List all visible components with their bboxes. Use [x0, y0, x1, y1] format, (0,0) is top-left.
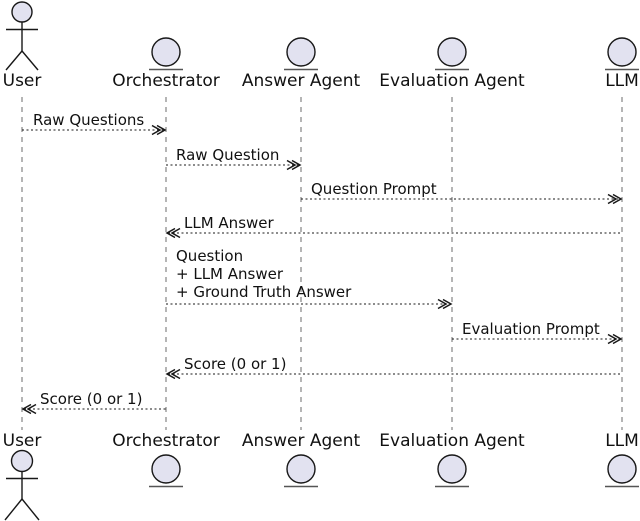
actor-leg-right — [21, 498, 40, 521]
entity-icon — [284, 454, 318, 488]
entity-icon — [284, 37, 318, 71]
participant-label-evaluation-agent-bottom: Evaluation Agent — [379, 431, 525, 451]
arrowhead-right-icon — [151, 124, 167, 136]
entity-circle-evaluation-agent — [437, 454, 467, 484]
participant-label-orchestrator-top: Orchestrator — [112, 71, 220, 91]
message-label-raw-question: Raw Question — [176, 146, 280, 164]
actor-icon — [4, 449, 40, 521]
message-label-raw-questions: Raw Questions — [33, 111, 145, 129]
message-evaluation-prompt — [452, 333, 623, 345]
entity-circle-llm — [607, 454, 637, 484]
message-raw-question — [166, 159, 302, 171]
message-label-evaluation-prompt: Evaluation Prompt — [462, 320, 600, 338]
participant-label-answer-agent-bottom: Answer Agent — [241, 431, 361, 451]
arrowhead-left-icon — [21, 403, 37, 415]
participant-label-user-bottom: User — [2, 431, 42, 451]
participant-label-user-top: User — [2, 71, 42, 91]
message-label-llm-answer: LLM Answer — [184, 214, 274, 232]
entity-circle-answer-agent — [286, 37, 316, 67]
actor-head — [11, 1, 33, 23]
message-label-score-orchestrator: Score (0 or 1) — [184, 355, 287, 373]
message-question-prompt — [301, 193, 623, 205]
arrowhead-right-icon — [286, 159, 302, 171]
arrowhead-right-icon — [607, 193, 623, 205]
arrowhead-right-icon — [607, 333, 623, 345]
entity-circle-orchestrator — [151, 37, 181, 67]
message-score-to-user — [21, 403, 166, 415]
participant-label-llm-top: LLM — [605, 71, 639, 91]
entity-circle-answer-agent — [286, 454, 316, 484]
participant-label-evaluation-agent-top: Evaluation Agent — [379, 71, 525, 91]
message-llm-answer — [165, 227, 622, 239]
entity-icon — [149, 454, 183, 488]
actor-leg-right — [21, 50, 39, 71]
message-label-question-prompt: Question Prompt — [311, 180, 437, 198]
entity-icon — [435, 454, 469, 488]
entity-circle-llm — [607, 37, 637, 67]
actor-head — [10, 449, 34, 473]
actor-leg-left — [5, 50, 23, 71]
message-score-to-orchestrator — [165, 368, 622, 380]
message-label-score-user: Score (0 or 1) — [40, 390, 143, 408]
participant-label-answer-agent-top: Answer Agent — [241, 71, 361, 91]
entity-icon — [605, 454, 639, 488]
arrowhead-left-icon — [165, 368, 181, 380]
participant-label-llm-bottom: LLM — [605, 431, 639, 451]
entity-icon — [149, 37, 183, 71]
entity-icon — [605, 37, 639, 71]
actor-leg-left — [4, 498, 23, 521]
arrowhead-left-icon — [165, 227, 181, 239]
entity-circle-evaluation-agent — [437, 37, 467, 67]
actor-icon — [5, 1, 39, 71]
message-question-llm-ground-truth — [166, 298, 453, 310]
message-label-question-bundle: Question + LLM Answer + Ground Truth Ans… — [176, 247, 352, 301]
entity-icon — [435, 37, 469, 71]
participant-label-orchestrator-bottom: Orchestrator — [112, 431, 220, 451]
arrowhead-right-icon — [437, 298, 453, 310]
message-raw-questions — [22, 124, 167, 136]
entity-circle-orchestrator — [151, 454, 181, 484]
